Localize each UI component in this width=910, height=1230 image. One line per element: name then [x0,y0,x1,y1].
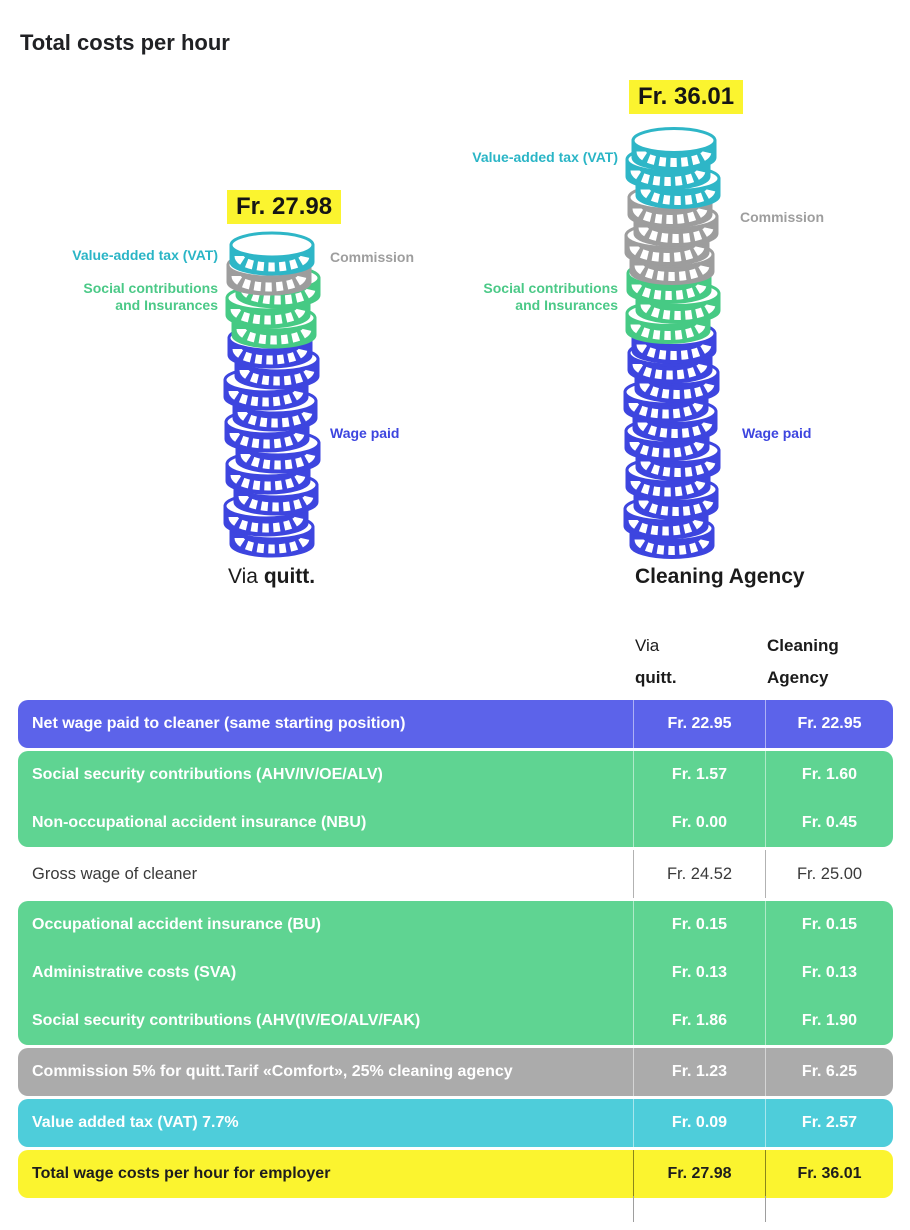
row-value-via-quitt: Fr. 1.57 [633,751,765,799]
row-value-cleaning-agency: Fr. 1.90 [765,997,893,1045]
table-row: Non-occupational accident insurance (NBU… [18,799,893,847]
row-value-cleaning-agency: Fr. 22.95 [765,700,893,748]
row-value-via-quitt: Fr. 1.86 [633,997,765,1045]
row-label: Social security contributions (AHV(IV/EO… [32,1012,421,1029]
total-badge-cleaning-agency: Fr. 36.01 [629,80,744,114]
table-row: Social security contributions (AHV(IV/EO… [18,997,893,1045]
label-vat-left: Value-added tax (VAT) [72,247,218,263]
label-social-right: Social contributions and Insurances [483,280,618,313]
header-quitt: quitt. [635,668,677,687]
label-wage-left: Wage paid [330,425,400,441]
row-value-cleaning-agency: Fr. 36.01 [765,1150,893,1198]
label-social-left: Social contributions and Insurances [83,280,218,313]
table-row: Total wage costs per hour for employer F… [18,1150,893,1198]
row-value-cleaning-agency: Fr. 1.60 [765,751,893,799]
caption-via-quitt: Via quitt. [228,565,315,589]
table-row: Value added tax (VAT) 7.7% Fr. 0.09 Fr. … [18,1099,893,1147]
cost-table: Net wage paid to cleaner (same starting … [18,700,893,1201]
row-value-via-quitt: Fr. 1.23 [633,1048,765,1096]
row-label: Administrative costs (SVA) [32,964,237,981]
table-block-plain: Gross wage of cleaner Fr. 24.52 Fr. 25.0… [18,850,893,898]
label-commission-right: Commission [740,209,825,225]
label-wage-right: Wage paid [742,425,812,441]
caption-cleaning-agency: Cleaning Agency [635,565,805,588]
table-header-via-quitt: Via quitt. [635,630,677,694]
table-block-gray: Commission 5% for quitt.Tarif «Comfort»,… [18,1048,893,1096]
row-label: Gross wage of cleaner [32,864,198,883]
table-block-green: Occupational accident insurance (BU) Fr.… [18,901,893,1045]
table-row: Gross wage of cleaner Fr. 24.52 Fr. 25.0… [18,850,893,898]
row-value-cleaning-agency: Fr. 6.25 [765,1048,893,1096]
table-row: Commission 5% for quitt.Tarif «Comfort»,… [18,1048,893,1096]
row-label: Occupational accident insurance (BU) [32,916,321,933]
table-block-green: Social security contributions (AHV/IV/OE… [18,751,893,847]
row-value-via-quitt: Fr. 0.15 [633,901,765,949]
total-badge-via-quitt: Fr. 27.98 [227,190,342,224]
row-value-cleaning-agency: Fr. 0.15 [765,901,893,949]
page-title: Total costs per hour [20,30,230,55]
table-header-cleaning-agency: Cleaning Agency [767,630,839,694]
label-commission-left: Commission [330,249,415,265]
table-row: Occupational accident insurance (BU) Fr.… [18,901,893,949]
row-value-cleaning-agency: Fr. 25.00 [765,850,893,898]
row-value-via-quitt: Fr. 24.52 [633,850,765,898]
caption-via-prefix: Via [228,565,264,588]
row-value-via-quitt: Fr. 0.13 [633,949,765,997]
table-row: Net wage paid to cleaner (same starting … [18,700,893,748]
header-agency: Agency [767,668,829,687]
table-row: Administrative costs (SVA) Fr. 0.13 Fr. … [18,949,893,997]
row-label: Total wage costs per hour for employer [32,1165,331,1182]
row-value-cleaning-agency: Fr. 2.57 [765,1099,893,1147]
column-separator-extension-2 [765,1196,766,1222]
table-block-yellow: Total wage costs per hour for employer F… [18,1150,893,1198]
table-block-teal: Value added tax (VAT) 7.7% Fr. 0.09 Fr. … [18,1099,893,1147]
table-row: Social security contributions (AHV/IV/OE… [18,751,893,799]
row-value-via-quitt: Fr. 27.98 [633,1150,765,1198]
row-label: Commission 5% for quitt.Tarif «Comfort»,… [32,1063,513,1080]
row-value-via-quitt: Fr. 0.00 [633,799,765,847]
row-value-cleaning-agency: Fr. 0.13 [765,949,893,997]
column-separator-extension-1 [633,1196,634,1222]
caption-quitt-bold: quitt. [263,565,316,588]
row-label: Net wage paid to cleaner (same starting … [32,715,406,732]
row-value-cleaning-agency: Fr. 0.45 [765,799,893,847]
header-cleaning: Cleaning [767,636,839,655]
label-vat-right: Value-added tax (VAT) [472,149,618,165]
header-via: Via [635,636,660,655]
row-label: Non-occupational accident insurance (NBU… [32,814,367,831]
row-value-via-quitt: Fr. 0.09 [633,1099,765,1147]
table-block-purple: Net wage paid to cleaner (same starting … [18,700,893,748]
row-label: Value added tax (VAT) 7.7% [32,1114,239,1131]
row-value-via-quitt: Fr. 22.95 [633,700,765,748]
row-label: Social security contributions (AHV/IV/OE… [32,766,383,783]
